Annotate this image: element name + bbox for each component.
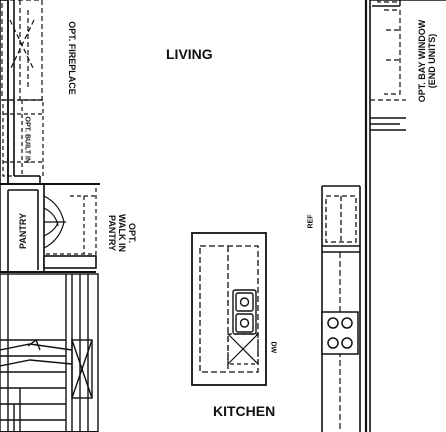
opt-bay-window-outline (370, 0, 406, 101)
label-opt-walk-in-pantry: OPT. WALK IN PANTRY (107, 209, 137, 257)
left-wall-fireplace (0, 0, 100, 185)
room-label-living: LIVING (166, 46, 213, 62)
right-counter (321, 0, 371, 432)
bay-window-line-2: (END UNITS) (427, 33, 437, 89)
label-opt-built-in: OPT. BUILT IN (23, 116, 31, 164)
label-opt-fireplace: OPT. FIREPLACE (67, 21, 77, 95)
label-dishwasher: DW (269, 341, 277, 354)
walk-in-pantry-line-1: OPT. (127, 222, 137, 243)
double-sink (232, 289, 257, 335)
walk-in-pantry-line-2: WALK IN (117, 214, 127, 252)
label-pantry: PANTRY (18, 213, 28, 249)
pantry-door (43, 195, 66, 249)
staircase (0, 273, 99, 432)
pantry-walls (0, 184, 97, 273)
dishwasher (227, 333, 259, 365)
opt-built-in-outline (2, 99, 44, 177)
label-opt-bay-window: OPT. BAY WINDOW (END UNITS) (417, 13, 439, 109)
walk-in-pantry-line-3: PANTRY (107, 215, 117, 251)
cooktop (321, 311, 359, 355)
refrigerator (325, 195, 357, 243)
label-refrigerator: REF (307, 214, 315, 229)
bay-window-line-1: OPT. BAY WINDOW (417, 19, 427, 103)
room-label-kitchen: KITCHEN (213, 403, 276, 419)
opt-walk-in-pantry-outline (43, 183, 97, 255)
bay-window (370, 0, 446, 131)
